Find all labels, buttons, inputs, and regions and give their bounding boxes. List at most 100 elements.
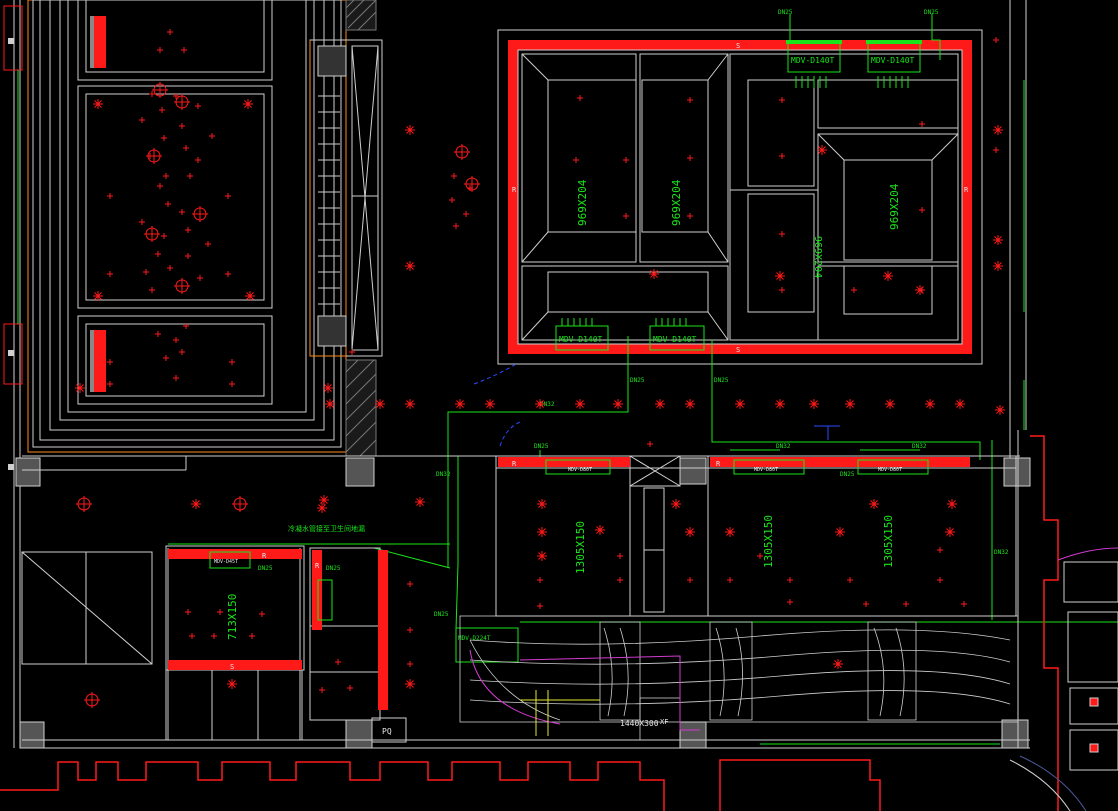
downlight xyxy=(157,183,163,189)
ac-unit-corr-1[interactable]: MDV-D80T xyxy=(545,459,611,475)
downlight xyxy=(449,197,455,203)
downlight xyxy=(349,349,355,355)
ac-unit-corr-2[interactable]: MDV-D80T xyxy=(733,459,805,475)
light-fixture xyxy=(485,399,495,409)
red-strip xyxy=(94,330,106,392)
ac-unit-left-room[interactable]: MDV-D45T xyxy=(209,551,251,569)
light-fixture xyxy=(833,659,843,669)
downlight xyxy=(903,601,909,607)
downlight xyxy=(407,627,413,633)
ac-unit-mid-left[interactable]: MDV-D140T xyxy=(555,325,609,351)
dim-label: 1305X150 xyxy=(882,515,895,568)
light-fixture xyxy=(75,383,85,393)
pipe-label: DN32 xyxy=(436,471,451,478)
downlight xyxy=(167,29,173,35)
return-mark: S xyxy=(736,346,740,354)
downlight xyxy=(687,213,693,219)
grille-ticks xyxy=(561,76,909,326)
light-fixture xyxy=(947,499,957,509)
downlight xyxy=(229,359,235,365)
downlight xyxy=(463,211,469,217)
svg-text:MDV-D45T: MDV-D45T xyxy=(214,559,238,565)
downlight xyxy=(453,223,459,229)
light-fixture xyxy=(845,399,855,409)
light-fixture xyxy=(325,399,335,409)
downlight xyxy=(161,135,167,141)
ac-unit-mid-right[interactable]: MDV-D140T xyxy=(649,325,705,351)
dim-label: 1440X300 xyxy=(620,719,659,728)
downlight xyxy=(107,193,113,199)
downlight xyxy=(192,206,208,222)
light-fixture xyxy=(995,405,1005,415)
downlight xyxy=(623,213,629,219)
downlight xyxy=(217,609,223,615)
downlight xyxy=(851,287,857,293)
downlight xyxy=(993,147,999,153)
downlight xyxy=(229,381,235,387)
wood-floor xyxy=(459,615,1019,741)
downlight xyxy=(647,441,653,447)
magenta-line xyxy=(519,655,700,731)
light-fixture xyxy=(993,125,1003,135)
downlight xyxy=(149,287,155,293)
downlight xyxy=(623,157,629,163)
left-wall xyxy=(3,0,23,748)
downlight xyxy=(179,349,185,355)
light-fixture xyxy=(227,679,237,689)
svg-text:MDV-D80T: MDV-D80T xyxy=(878,467,902,473)
light-fixture xyxy=(405,399,415,409)
light-fixture xyxy=(415,497,425,507)
light-fixture xyxy=(317,503,327,513)
light-fixture xyxy=(93,99,103,109)
light-fixture xyxy=(945,527,955,537)
light-fixture xyxy=(405,261,415,271)
ac-unit-vertical[interactable] xyxy=(317,579,333,621)
light-fixtures xyxy=(75,29,1005,708)
downlight xyxy=(787,577,793,583)
downlight xyxy=(347,685,353,691)
downlight xyxy=(167,265,173,271)
ac-unit-top-right[interactable]: MDV-D140T xyxy=(866,40,922,73)
return-mark: R xyxy=(964,186,969,194)
ac-unit-top-left[interactable]: MDV-D140T xyxy=(786,40,842,73)
downlight xyxy=(183,323,189,329)
light-fixture xyxy=(375,399,385,409)
downlight xyxy=(225,271,231,277)
top-room-inner xyxy=(517,49,963,345)
downlight xyxy=(197,275,203,281)
downlight xyxy=(146,148,162,164)
downlight xyxy=(107,381,113,387)
downlight xyxy=(174,94,190,110)
return-mark: R xyxy=(512,186,517,194)
downlight xyxy=(165,201,171,207)
pipe-label: DN25 xyxy=(258,565,273,572)
light-fixture xyxy=(405,679,415,689)
light-fixture xyxy=(685,527,695,537)
downlight xyxy=(617,577,623,583)
ac-unit-corr-3[interactable]: MDV-D80T xyxy=(857,459,929,475)
pipe-label: DN25 xyxy=(630,377,645,384)
svg-text:MDV-D140T: MDV-D140T xyxy=(871,56,915,65)
pipe-label: DN25 xyxy=(714,377,729,384)
downlight xyxy=(195,157,201,163)
light-fixture xyxy=(735,399,745,409)
downlight xyxy=(757,553,763,559)
downlight xyxy=(779,97,785,103)
downlight xyxy=(107,359,113,365)
light-fixture xyxy=(725,527,735,537)
yellow-line xyxy=(520,690,600,736)
downlight xyxy=(232,496,248,512)
red-strip xyxy=(94,16,106,68)
pipe-label: DN25 xyxy=(840,471,855,478)
corridor-red-bands xyxy=(168,457,970,710)
downlight xyxy=(76,496,92,512)
xf-label: XF xyxy=(660,718,668,726)
downlight xyxy=(464,176,480,192)
dim-label: 969X204 xyxy=(888,183,901,230)
downlight xyxy=(687,155,693,161)
ac-unit-lower[interactable]: MDV-D224T xyxy=(455,627,519,663)
downlight xyxy=(919,207,925,213)
return-mark: R xyxy=(262,552,267,560)
light-fixture xyxy=(575,399,585,409)
magenta-curve xyxy=(1057,547,1118,561)
